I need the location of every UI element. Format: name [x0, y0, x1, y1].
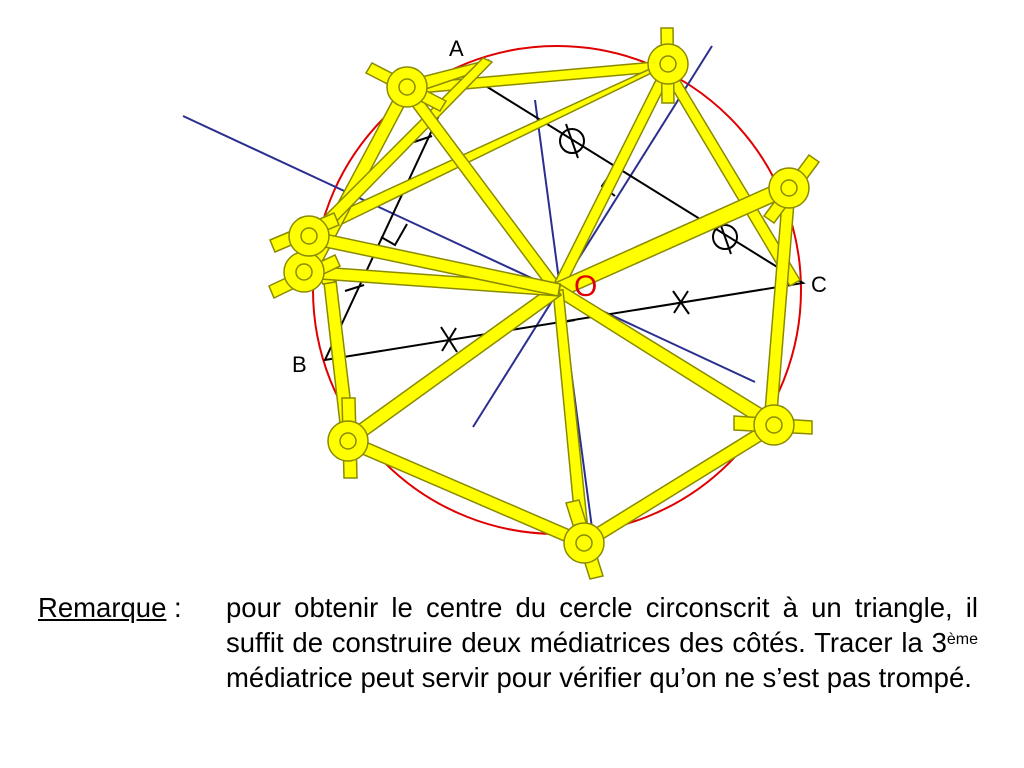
- cross-tick-bc-left-2: [441, 327, 457, 352]
- compass-head-4: [733, 404, 813, 446]
- compass-leg-ring-4: [763, 189, 796, 426]
- vertex-label-c: C: [811, 272, 827, 297]
- circumcircle-construction-figure: A B C O: [182, 27, 827, 580]
- compass-group: [298, 57, 802, 549]
- remark-text-part1: pour obtenir le centre du cercle circons…: [226, 592, 978, 658]
- remark-text: pour obtenir le centre du cercle circons…: [226, 590, 978, 695]
- remark-title: Remarque: [38, 592, 167, 623]
- tick-ab-lower: [344, 284, 365, 292]
- compass-head-3: [762, 153, 821, 225]
- center-label-o: O: [574, 270, 597, 303]
- bisector-ac: [472, 45, 713, 428]
- remark-text-part2: médiatrice peut servir pour vérifier qu’…: [226, 662, 972, 693]
- compass-leg-radial-4: [553, 283, 779, 432]
- compass-leg-radial-6: [342, 282, 563, 448]
- compass-leg-ring-5: [578, 419, 781, 549]
- vertex-label-b: B: [292, 352, 307, 377]
- compass-head-8: [269, 212, 340, 257]
- remark-superscript: ème: [946, 631, 978, 648]
- remark-separator: :: [166, 592, 182, 623]
- compass-head-6: [327, 397, 369, 479]
- circle-tick-ac-upper: [559, 123, 585, 159]
- compass-head-5: [563, 499, 605, 580]
- cross-tick-bc-right-2: [673, 290, 689, 314]
- vertex-label-a: A: [449, 36, 464, 61]
- tick-ab-upper: [413, 135, 433, 143]
- bisector-ab: [182, 115, 756, 383]
- right-angle-mark-ab: [380, 223, 408, 247]
- compass-head-7: [268, 251, 341, 300]
- compass-head-2: [647, 27, 689, 104]
- compass-head-1: [364, 62, 448, 112]
- remark-heading: Remarque :: [38, 590, 182, 625]
- compass-leg-ring-6: [344, 435, 588, 548]
